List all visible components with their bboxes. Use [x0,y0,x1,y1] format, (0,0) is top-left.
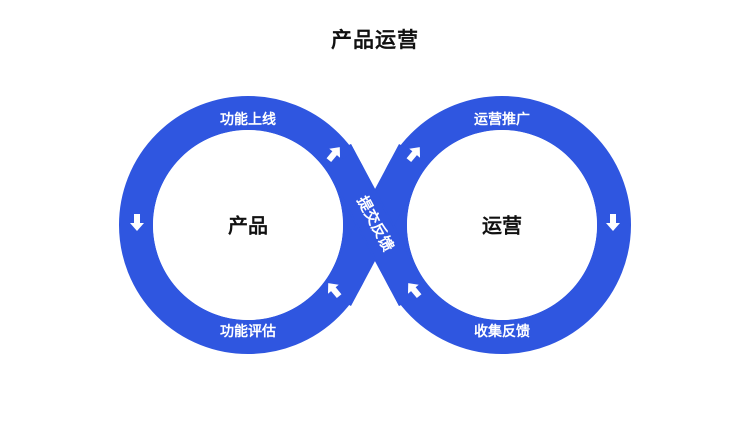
crossing-band-front [326,152,424,298]
arrow-up-icon [407,283,422,299]
left-center-label: 产品 [228,214,268,238]
arrow-up-icon [327,283,342,299]
arrow-up-icon [406,147,421,163]
left-bottom-label: 功能评估 [220,323,276,340]
right-top-label: 运营推广 [474,111,530,128]
right-loop-hole [407,130,597,320]
right-bottom-label: 收集反馈 [474,323,530,340]
left-top-label: 功能上线 [220,111,276,128]
arrow-down-icon [606,214,620,231]
left-loop-hole [153,130,343,320]
arrow-down-icon [130,214,144,231]
right-center-label: 运营 [482,214,522,238]
page-title: 产品运营 [331,28,419,52]
arrow-up-icon [326,147,341,163]
